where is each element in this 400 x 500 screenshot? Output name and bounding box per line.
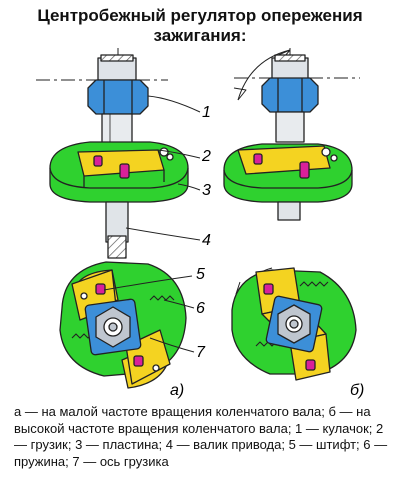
- cam-hex-left: [87, 79, 149, 115]
- callout-3: 3: [202, 182, 211, 199]
- callout-7: 7: [196, 344, 205, 361]
- title-line-1: Центробежный регулятор опережения: [37, 6, 363, 25]
- top-view-low-speed: [59, 261, 187, 389]
- diagram-title: Центробежный регулятор опережения зажига…: [0, 6, 400, 46]
- title-line-2: зажигания:: [153, 26, 247, 45]
- plate-and-weights-right: [223, 143, 353, 203]
- cam-hex-right: [261, 77, 319, 113]
- top-view-high-speed: [231, 267, 357, 381]
- plate-and-weights-left: [49, 141, 189, 203]
- callout-5: 5: [196, 266, 205, 283]
- panel-label-b: б): [350, 382, 365, 399]
- callout-1: 1: [202, 104, 211, 121]
- figure-caption: а — на малой частоте вращения коленчатог…: [14, 404, 388, 469]
- callout-4: 4: [202, 232, 211, 249]
- callout-6: 6: [196, 300, 205, 317]
- side-view-high-speed: [223, 48, 360, 221]
- callout-lines-top: [125, 95, 201, 241]
- callout-2: 2: [202, 148, 211, 165]
- side-view-low-speed: [36, 48, 189, 259]
- callout-lines-bottom: [103, 275, 195, 353]
- panel-label-a: а): [170, 382, 185, 399]
